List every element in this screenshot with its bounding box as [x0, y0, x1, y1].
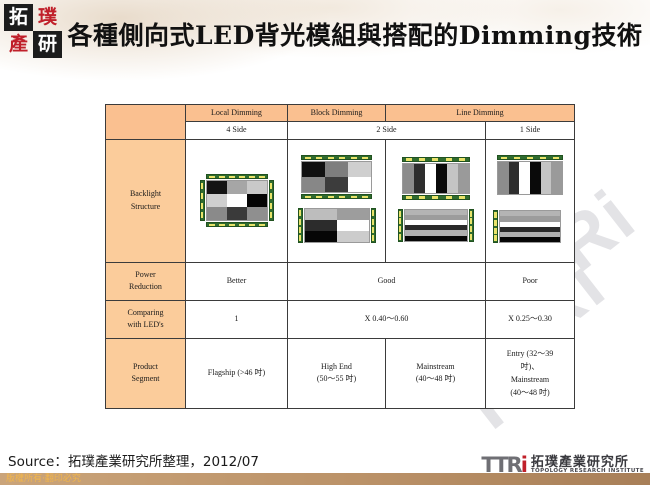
cell-line: (50～55 吋) [316, 374, 357, 384]
row-label-line1: Backlight [129, 189, 162, 199]
led-bar-top [401, 156, 470, 162]
row-label-line1: Power [135, 269, 156, 279]
led-bar-left [493, 210, 498, 244]
header-1-side: 1 Side [484, 121, 576, 140]
cell-line: Mainstream [416, 361, 455, 371]
cell-line: (40～48 吋) [415, 374, 456, 384]
led-bar-bottom [401, 194, 470, 200]
cell-line: (40～48 吋) [510, 388, 550, 398]
led-bar-bottom [301, 194, 372, 200]
diagram-line-vertical-1side [488, 155, 572, 199]
led-bar-top [301, 155, 372, 161]
cell-product-local: Flagship (>46 吋) [185, 337, 288, 409]
row-label-line2: Structure [130, 201, 161, 211]
row-label-line2: Segment [131, 374, 160, 384]
cell-line: 吋)、 [520, 362, 540, 372]
led-bar-left [397, 208, 403, 242]
table-header-row-dimming: Local Dimming Block Dimming Line Dimming [105, 103, 576, 140]
led-bar-right [268, 180, 274, 222]
dimming-comparison-table: Local Dimming Block Dimming Line Dimming… [105, 103, 576, 409]
source-note: Source：拓璞產業研究所整理，2012/07 [8, 454, 259, 470]
led-bar-left [199, 180, 205, 222]
table-row: Product Segment Flagship (>46 吋) High En… [105, 337, 576, 409]
cell-structure-local-4side [185, 138, 288, 263]
cell-line: Entry (32～39 [506, 348, 554, 358]
header-local-dimming: Local Dimming [185, 103, 288, 123]
led-bar-right [468, 208, 474, 242]
diagram-local-4side [188, 174, 285, 228]
logo-char-1: 拓 [4, 4, 33, 31]
cell-comparing-1side: X 0.25～0.30 [484, 299, 576, 339]
header-2-side: 2 Side [287, 121, 486, 140]
cell-line: Flagship (>46 吋) [207, 368, 266, 378]
cell-power-block-line: Good [287, 261, 486, 301]
cell-power-local: Better [185, 261, 288, 301]
row-label-backlight-structure: Backlight Structure [105, 138, 186, 263]
logo-char-2: 璞 [37, 6, 57, 28]
cell-structure-line-2side [385, 138, 486, 263]
led-bar-top [497, 155, 563, 161]
cell-structure-block-dimming [287, 138, 386, 263]
table-row: Backlight Structure [105, 138, 576, 263]
header-block-dimming: Block Dimming [287, 103, 386, 123]
cell-power-1side: Poor [484, 261, 576, 301]
led-bar-right [370, 208, 376, 244]
diagram-block-topbottom [290, 155, 383, 200]
page-title: 各種側向式LED背光模組與搭配的Dimming技術 [67, 21, 643, 50]
row-label-comparing-leds: Comparing with LED's [105, 299, 186, 339]
table-row: Power Reduction Better Good Poor [105, 261, 576, 301]
header-4-side: 4 Side [185, 121, 288, 140]
table-row: Comparing with LED's 1 X 0.40～0.60 X 0.2… [105, 299, 576, 339]
row-label-product-segment: Product Segment [105, 337, 186, 409]
logo-char-4: 研 [33, 31, 62, 58]
cell-structure-line-1side [484, 138, 576, 263]
cell-comparing-block-line: X 0.40～0.60 [287, 299, 486, 339]
row-label-line2: Reduction [129, 282, 162, 292]
table-header-row-side: 4 Side 2 Side 1 Side [106, 121, 576, 140]
diagram-line-horizontal-2side [388, 207, 483, 244]
led-bar-top [205, 174, 268, 180]
logo-char-3: 產 [8, 33, 28, 55]
led-bar-bottom [205, 222, 268, 228]
cell-product-line-1side: Entry (32～39 吋)、 Mainstream (40～48 吋) [484, 337, 576, 409]
led-bar-left [297, 208, 303, 244]
header-line-dimming: Line Dimming [384, 103, 576, 123]
row-label-line2: with LED's [127, 320, 164, 330]
tri-footer-logo: TTRi 拓璞產業研究所 TOPOLOGY RESEARCH INSTITUTE [481, 455, 644, 476]
row-label-line1: Product [133, 361, 158, 371]
diagram-line-horizontal-1side [488, 208, 572, 245]
cell-product-line-2side: Mainstream (40～48 吋) [385, 337, 486, 409]
tri-logo-english: TOPOLOGY RESEARCH INSTITUTE [530, 468, 644, 475]
diagram-line-vertical-2side [388, 156, 483, 200]
row-label-power-reduction: Power Reduction [105, 261, 186, 301]
cell-product-block: High End (50～55 吋) [287, 337, 386, 409]
tri-logo-chinese: 拓璞產業研究所 [530, 454, 629, 470]
footer-bar [0, 473, 650, 485]
copyright-note: 版權所有‧翻印必究 [6, 474, 81, 484]
tri-corner-logo: 拓 璞 產 研 [4, 4, 62, 58]
tri-logo-mark: TTRi [481, 453, 528, 477]
diagram-block-leftright [290, 206, 383, 245]
cell-comparing-local: 1 [185, 299, 288, 339]
cell-line: High End [321, 361, 352, 371]
cell-line: Mainstream [510, 375, 550, 385]
table-corner-cell [105, 104, 186, 140]
row-label-line1: Comparing [127, 307, 164, 317]
